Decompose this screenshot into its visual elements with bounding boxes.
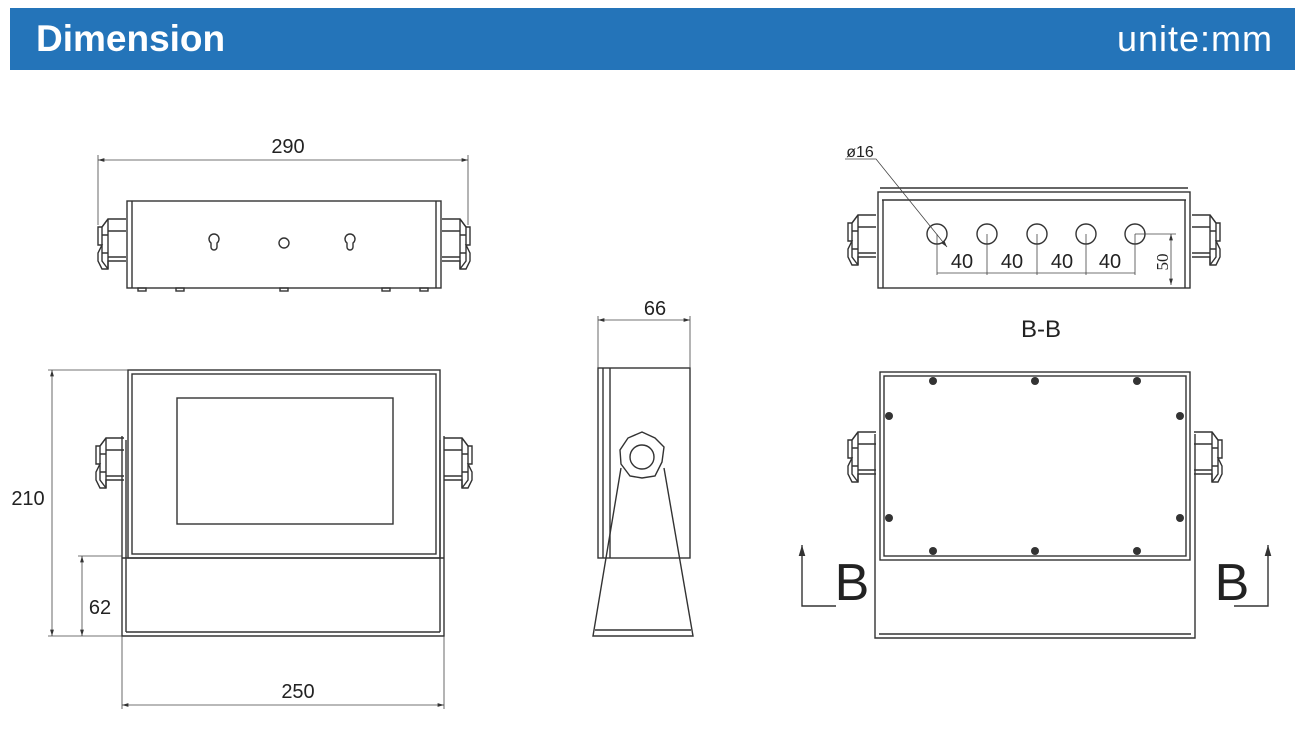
bottom-view: ø16 40 40 40 40 50 B-B — [845, 144, 1220, 343]
display-screen — [176, 397, 394, 525]
knob-icon — [444, 438, 472, 488]
dim-spacing: 40 — [1051, 251, 1073, 273]
knob-icon — [95, 437, 125, 489]
unit-label: unite:mm — [1116, 18, 1273, 59]
section-label: B-B — [1021, 316, 1061, 343]
dim-width-290: 290 — [271, 136, 304, 158]
knob-icon — [1194, 432, 1222, 482]
screw-icons — [885, 377, 1184, 555]
keyhole-icon — [344, 233, 356, 251]
knob-icon — [97, 218, 127, 270]
dim-spacing: 40 — [1001, 251, 1023, 273]
page-title: Dimension — [36, 18, 226, 59]
knob-icon — [847, 431, 877, 483]
knob-icon — [442, 219, 470, 269]
side-view: 66 — [592, 298, 694, 637]
keyhole-icon — [208, 233, 220, 251]
back-view: B B — [798, 371, 1272, 639]
knob-icon — [1192, 215, 1220, 265]
dim-base-250: 250 — [281, 681, 314, 703]
top-view: 290 — [97, 136, 470, 292]
section-marker-left: B — [835, 554, 870, 612]
dim-spacing: 40 — [1099, 251, 1121, 273]
dim-depth-66: 66 — [644, 298, 666, 320]
dim-base-62: 62 — [89, 597, 111, 619]
dim-hole-height: 50 — [1153, 254, 1172, 271]
dim-height-210: 210 — [11, 488, 44, 510]
mount-hole — [278, 237, 290, 249]
knob-icon — [619, 431, 665, 479]
knob-icon — [847, 214, 877, 266]
section-marker-right: B — [1215, 554, 1250, 612]
dim-spacing: 40 — [951, 251, 973, 273]
header-bar: Dimension unite:mm — [10, 8, 1295, 70]
front-view: 210 62 250 — [11, 369, 472, 709]
dim-hole-diameter: ø16 — [846, 144, 874, 161]
